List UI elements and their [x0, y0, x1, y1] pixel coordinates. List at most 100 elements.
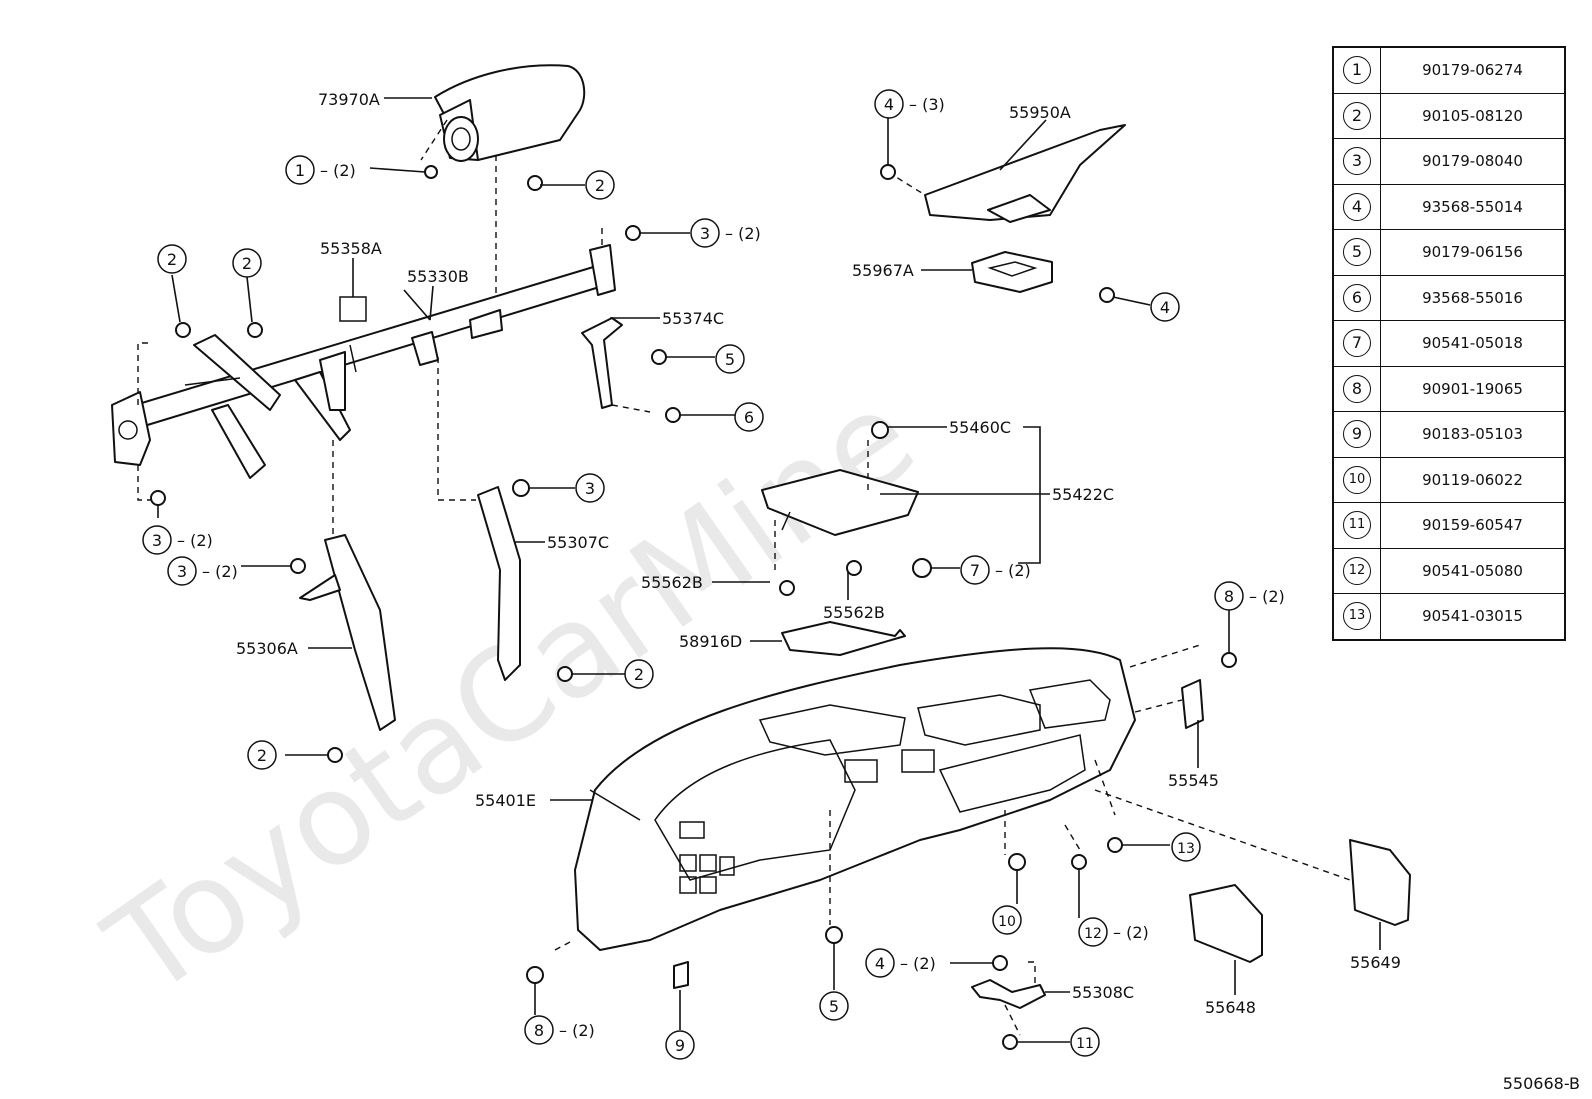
- diagram-code: 550668-B: [1502, 1074, 1580, 1093]
- reference-number: 6: [1343, 283, 1371, 312]
- callout-8: 8– (2): [1214, 581, 1285, 611]
- svg-text:9: 9: [675, 1036, 685, 1055]
- reference-number-cell: 2: [1332, 92, 1381, 139]
- callout-3: 3: [575, 473, 605, 503]
- callout-4: 4 – (2): [865, 948, 936, 978]
- callout-7: 7– (2): [960, 555, 1031, 585]
- label-55649: 55649: [1350, 953, 1401, 972]
- label-55422C: 55422C: [1052, 485, 1114, 504]
- callout-2: 2: [232, 248, 262, 278]
- reference-number: 7: [1343, 329, 1371, 358]
- reference-number: 11: [1343, 511, 1371, 540]
- label-55330B: 55330B: [407, 267, 469, 286]
- label-55308C: 55308C: [1072, 983, 1134, 1002]
- svg-text:10: 10: [998, 914, 1016, 930]
- svg-text:4: 4: [884, 95, 894, 114]
- callout-10: 10: [992, 905, 1022, 935]
- svg-text:3: 3: [700, 224, 710, 243]
- svg-text:– (2): – (2): [559, 1021, 595, 1040]
- svg-text:– (2): – (2): [202, 562, 238, 581]
- svg-text:2: 2: [257, 746, 267, 765]
- bracket-55308C: [971, 979, 1046, 1009]
- instrument-panel-55401E: [574, 647, 1136, 951]
- part-number: 90179-06274: [1380, 46, 1566, 94]
- svg-text:12: 12: [1084, 926, 1102, 942]
- label-55358A: 55358A: [320, 239, 382, 258]
- label-55562B-bottom: 55562B: [823, 603, 885, 622]
- reference-number-cell: 5: [1332, 229, 1381, 276]
- svg-text:3: 3: [152, 531, 162, 550]
- reference-number-cell: 4: [1332, 183, 1381, 230]
- brace-55307C: [477, 486, 521, 681]
- clip-9: [673, 961, 689, 989]
- svg-text:– (2): – (2): [725, 224, 761, 243]
- callout-2: 2: [247, 740, 277, 770]
- svg-text:2: 2: [167, 250, 177, 269]
- svg-text:5: 5: [725, 350, 735, 369]
- svg-text:– (2): – (2): [177, 531, 213, 550]
- svg-text:– (2): – (2): [320, 161, 356, 180]
- reference-number-cell: 6: [1332, 274, 1381, 321]
- reference-number: 10: [1343, 465, 1371, 494]
- reference-number-cell: 11: [1332, 502, 1381, 549]
- svg-text:2: 2: [242, 254, 252, 273]
- callout-13: 13: [1171, 832, 1201, 862]
- svg-text:– (2): – (2): [1249, 587, 1285, 606]
- cover-55649: [1349, 839, 1411, 926]
- reference-row: 12 90541-05080: [1332, 547, 1566, 594]
- label-55545: 55545: [1168, 771, 1219, 790]
- svg-text:– (3): – (3): [909, 95, 945, 114]
- reference-number-cell: 13: [1332, 593, 1381, 640]
- svg-text:2: 2: [634, 665, 644, 684]
- label-plate-55358A: [339, 296, 367, 322]
- callout-2: 2: [157, 244, 187, 274]
- part-number: 93568-55016: [1380, 274, 1566, 321]
- callout-3: 3 – (2): [142, 525, 213, 555]
- svg-text:13: 13: [1177, 841, 1195, 857]
- callout-5: 5: [819, 991, 849, 1021]
- svg-text:– (2): – (2): [995, 561, 1031, 580]
- label-55307C: 55307C: [547, 533, 609, 552]
- callout-5: 5: [715, 344, 745, 374]
- label-55967A: 55967A: [852, 261, 914, 280]
- glove-box-55422C: [761, 469, 919, 536]
- reference-number: 9: [1343, 420, 1371, 449]
- part-number: 90901-19065: [1380, 365, 1566, 412]
- part-number: 93568-55014: [1380, 183, 1566, 230]
- callout-6: 6: [734, 402, 764, 432]
- label-73970A: 73970A: [318, 90, 380, 109]
- reference-number: 12: [1343, 556, 1371, 585]
- brace-55306A: [324, 534, 396, 731]
- callout-1: 1 – (2): [285, 155, 356, 185]
- callout-4: 4: [1150, 292, 1180, 322]
- svg-text:11: 11: [1076, 1036, 1094, 1052]
- reference-number: 3: [1343, 147, 1371, 176]
- svg-text:4: 4: [1160, 298, 1170, 317]
- svg-text:– (2): – (2): [900, 954, 936, 973]
- cover-55648: [1189, 884, 1263, 963]
- part-number: 90105-08120: [1380, 92, 1566, 139]
- svg-text:4: 4: [875, 954, 885, 973]
- duct-55950A: [924, 124, 1126, 223]
- part-number: 90179-06156: [1380, 229, 1566, 276]
- reference-number: 1: [1343, 56, 1371, 85]
- callout-2: 2: [585, 170, 615, 200]
- svg-text:1: 1: [295, 161, 305, 180]
- reference-row: 1 90179-06274: [1332, 46, 1566, 94]
- label-55562B-left: 55562B: [641, 573, 703, 592]
- pad-55967A: [971, 251, 1053, 293]
- part-number: 90541-03015: [1380, 593, 1566, 640]
- part-number: 90541-05080: [1380, 547, 1566, 594]
- svg-text:3: 3: [585, 479, 595, 498]
- reference-number-cell: 12: [1332, 547, 1381, 594]
